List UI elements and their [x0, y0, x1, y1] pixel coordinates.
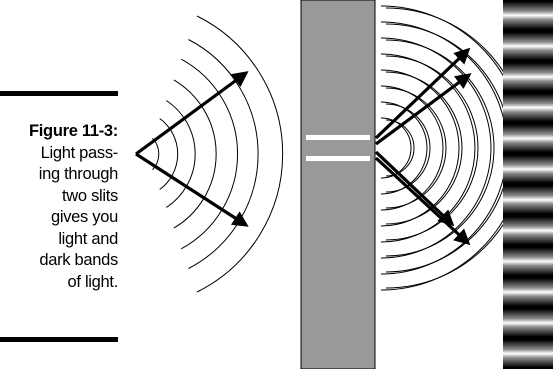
slit-arrows [374, 47, 472, 246]
caption-line: light and [58, 229, 118, 248]
wavefront-arc [173, 79, 217, 229]
caption-bottom-rule [0, 337, 118, 342]
caption-top-rule [0, 91, 118, 96]
light-band [503, 186, 553, 214]
slit-wavefront-arc [385, 103, 431, 193]
light-band [503, 32, 553, 60]
slit-wavefront-arc [380, 5, 524, 291]
wavefront-arc [181, 58, 238, 250]
light-band [503, 278, 553, 306]
caption-line: of light. [67, 272, 119, 291]
light-band [503, 309, 553, 337]
slit-arrow [375, 73, 472, 146]
slit-wavefront-arc [385, 87, 447, 209]
caption-line: Light pass- [40, 143, 119, 162]
caption-line: ing through [38, 165, 119, 183]
light-band [503, 93, 553, 122]
wavefront-arc [188, 39, 259, 269]
slit-lower [306, 156, 370, 161]
source-arrow-down [135, 152, 249, 227]
light-band [503, 155, 553, 183]
light-band [503, 124, 553, 153]
slit-wavefront-arc [380, 21, 508, 275]
slit-wavefront-arc [385, 71, 463, 225]
slit-arrow [374, 150, 455, 227]
slit-upper [306, 135, 370, 140]
slit-wavefront-arc [385, 55, 479, 241]
interference-screen [503, 0, 553, 369]
light-band [503, 339, 553, 368]
slit-arrow [374, 47, 471, 140]
light-band [503, 63, 553, 91]
figure-label: Figure 11-3: [28, 122, 118, 140]
light-band [503, 216, 553, 245]
wavefront-arc [196, 15, 284, 293]
source-arrow-up [135, 71, 249, 156]
wavefront-arc [166, 100, 196, 208]
figure-caption: Figure 11-3: Light pass- ing through two… [0, 121, 118, 293]
screen-background [503, 0, 553, 369]
slit-arrow [374, 156, 471, 246]
slit-barrier [300, 0, 376, 369]
caption-line: dark bands [39, 251, 118, 269]
slit-wavefront-arc [385, 39, 495, 257]
light-band [503, 1, 553, 30]
source-wavefronts [152, 15, 284, 293]
slit-wavefront-arc [380, 69, 460, 227]
wavefront-arc [159, 118, 179, 190]
light-band [503, 247, 553, 276]
caption-line: two slits [62, 186, 118, 205]
caption-line: gives you [50, 208, 118, 226]
source-arrows [135, 71, 249, 227]
